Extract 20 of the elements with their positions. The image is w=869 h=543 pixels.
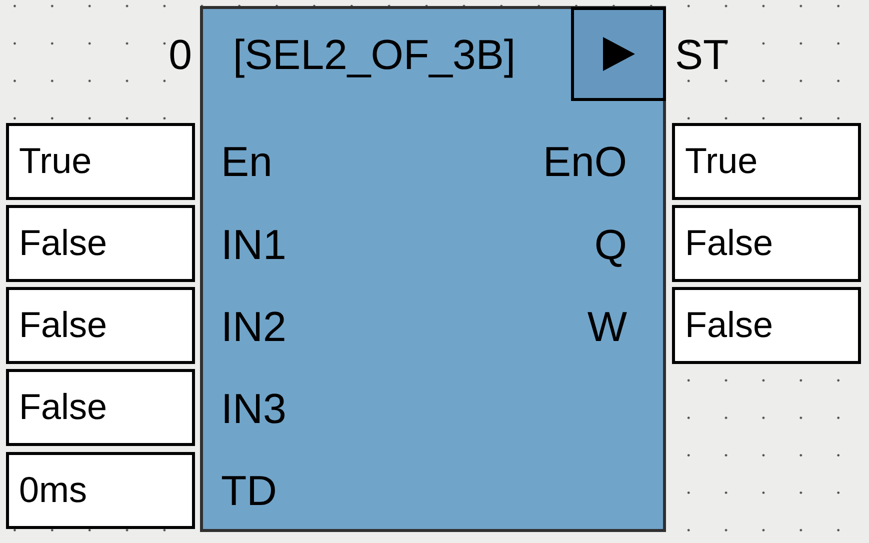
instance-name: ST [675, 34, 729, 76]
input-value-field: False [6, 205, 195, 282]
input-value-field: 0ms [6, 452, 195, 529]
input-pin-label: En [221, 141, 272, 184]
block-title: [SEL2_OF_3B] [233, 34, 516, 76]
output-value-field: False [672, 205, 861, 282]
input-pin-label: TD [221, 470, 277, 512]
input-value-field: False [6, 287, 195, 364]
input-pin-label: IN3 [221, 388, 286, 430]
output-pin-label: W [587, 306, 627, 348]
input-value-field: True [6, 123, 195, 200]
output-pin-label: EnO [542, 141, 627, 184]
input-pin-label: IN2 [221, 306, 286, 348]
output-pin-label: Q [594, 224, 627, 266]
output-value-field: False [672, 287, 861, 364]
instance-number: 0 [168, 34, 192, 76]
input-pin-label: IN1 [221, 224, 286, 266]
function-block [200, 6, 666, 532]
input-value-field: False [6, 369, 195, 446]
output-value-field: True [672, 123, 861, 200]
